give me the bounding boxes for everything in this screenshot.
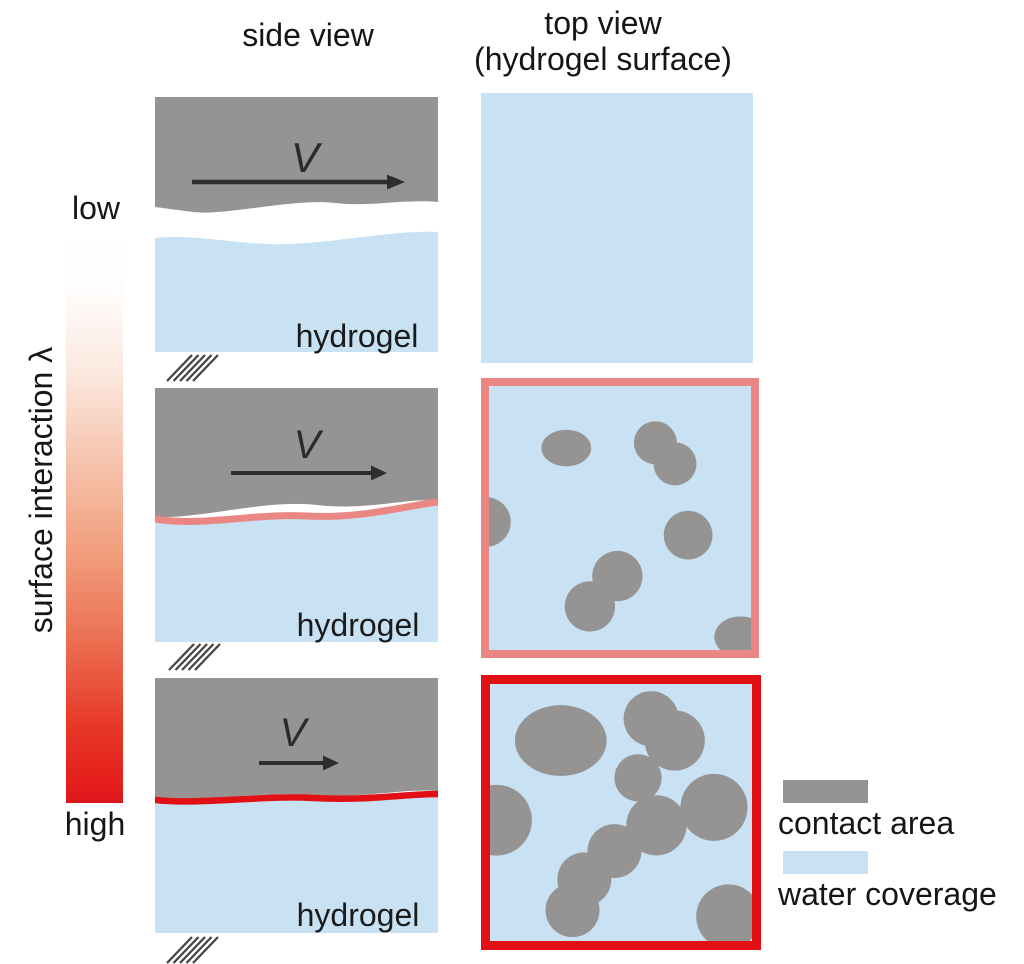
axis-low-label: low [71, 190, 120, 226]
slider-block [155, 388, 438, 518]
hydrogel-label: hydrogel [297, 607, 420, 643]
contact-blob [714, 616, 751, 650]
ground-hatch-icon [166, 354, 219, 382]
velocity-arrow [259, 755, 339, 771]
contact-blob-group [490, 691, 752, 941]
contact-blob [653, 442, 697, 486]
axis-title: surface interaction λ [23, 346, 59, 634]
velocity-arrow [192, 174, 405, 190]
slider-block [155, 678, 438, 800]
hydrogel-label: hydrogel [296, 318, 419, 354]
water-coverage-area [481, 93, 753, 363]
top-view-panel-low [481, 93, 753, 363]
top-view-header-line1: top view [544, 5, 662, 41]
water-coverage-area [489, 386, 751, 650]
velocity-label: V [280, 711, 310, 755]
contact-blob [696, 884, 752, 941]
contact-blob [644, 710, 705, 771]
contact-blob [614, 754, 662, 802]
interaction-gradient-bar [66, 233, 123, 803]
side-view-header: side view [242, 17, 374, 53]
panel-border-pink [481, 378, 759, 658]
contact-blob [514, 705, 607, 776]
hydrogel-block [155, 231, 438, 352]
legend-contact-area-label: contact area [778, 805, 955, 841]
interface-line-pink [155, 498, 438, 526]
top-view-header-line2: (hydrogel surface) [474, 40, 732, 77]
hydrogel-label: hydrogel [297, 897, 420, 933]
top-view-panel-medium [481, 378, 759, 658]
legend-water-coverage-swatch [783, 851, 868, 874]
contact-blob [564, 581, 616, 632]
hydrogel-block [155, 794, 438, 933]
contact-blob [626, 795, 687, 856]
velocity-label: V [291, 134, 323, 181]
hydrogel-block [155, 502, 438, 642]
contact-blob [489, 497, 511, 547]
contact-blob [663, 510, 713, 560]
panel-border-red [481, 675, 761, 950]
legend-contact-area-swatch [783, 780, 868, 803]
contact-blob [545, 883, 600, 938]
velocity-label: V [294, 423, 324, 467]
ground-hatch-icon [168, 643, 221, 671]
axis-high-label: high [64, 806, 126, 842]
velocity-arrow [231, 465, 387, 481]
interface-line-red [155, 790, 438, 805]
top-view-panel-high [481, 675, 761, 950]
contact-blob [680, 773, 748, 841]
contact-blob-group [489, 421, 751, 650]
top-view-header: top view (hydrogel surface) [450, 5, 756, 78]
legend-water-coverage-label: water coverage [778, 876, 997, 912]
ground-hatch-icon [166, 936, 219, 964]
contact-blob [490, 784, 532, 856]
contact-blob [541, 429, 592, 467]
